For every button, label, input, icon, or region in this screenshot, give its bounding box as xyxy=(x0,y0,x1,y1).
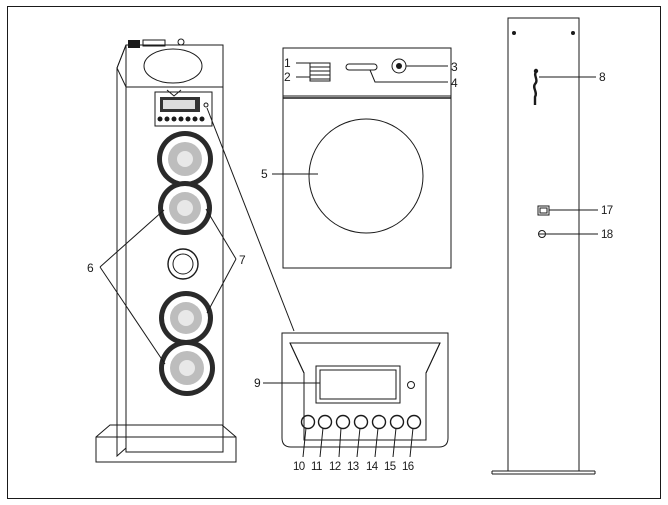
callout-label-7: 7 xyxy=(239,253,246,267)
control-buttons xyxy=(300,414,422,430)
callout-label-8: 8 xyxy=(599,70,606,84)
driver-5 xyxy=(159,340,215,396)
rear-view xyxy=(491,17,596,475)
callout-label-10: 10 xyxy=(293,461,305,473)
top-wireless-pad xyxy=(143,48,203,84)
top-view-detail xyxy=(282,47,452,269)
lcd-display xyxy=(315,365,401,404)
callout-label-4: 4 xyxy=(451,76,458,90)
callout-label-12: 12 xyxy=(329,461,341,473)
driver-2 xyxy=(158,181,212,235)
callout-label-3: 3 xyxy=(451,60,458,74)
driver-1 xyxy=(157,131,213,187)
callout-label-11: 11 xyxy=(311,461,322,473)
callout-label-17: 17 xyxy=(601,205,613,217)
callout-label-18: 18 xyxy=(601,229,613,241)
callout-lines-1-5 xyxy=(272,62,448,175)
card-slot xyxy=(345,63,378,71)
usb-port xyxy=(309,62,331,82)
callout-label-9: 9 xyxy=(254,376,261,390)
callout-label-13: 13 xyxy=(347,461,359,473)
callout-label-15: 15 xyxy=(384,461,396,473)
callout-label-14: 14 xyxy=(366,461,379,473)
tower-display-panel xyxy=(154,91,213,127)
callout-label-1: 1 xyxy=(284,56,291,70)
control-panel-detail xyxy=(281,332,449,448)
wireless-charging-pad xyxy=(308,118,424,234)
callout-label-16: 16 xyxy=(402,461,414,473)
driver-4 xyxy=(159,291,213,345)
zoom-leader xyxy=(206,107,295,332)
tower-speaker xyxy=(95,38,237,463)
ir-sensor xyxy=(407,381,415,389)
power-cord xyxy=(532,71,538,105)
callout-label-5: 5 xyxy=(261,167,268,181)
callout-lines-6-7 xyxy=(99,208,237,365)
tower-top xyxy=(116,44,224,88)
driver-3 xyxy=(167,248,199,280)
rear-jack xyxy=(538,230,546,238)
callout-label-2: 2 xyxy=(284,70,291,84)
callout-lines-9-16 xyxy=(263,382,414,458)
callout-lines-8-17-18 xyxy=(539,76,598,235)
callout-label-6: 6 xyxy=(87,261,94,275)
diagram-frame xyxy=(7,6,661,499)
